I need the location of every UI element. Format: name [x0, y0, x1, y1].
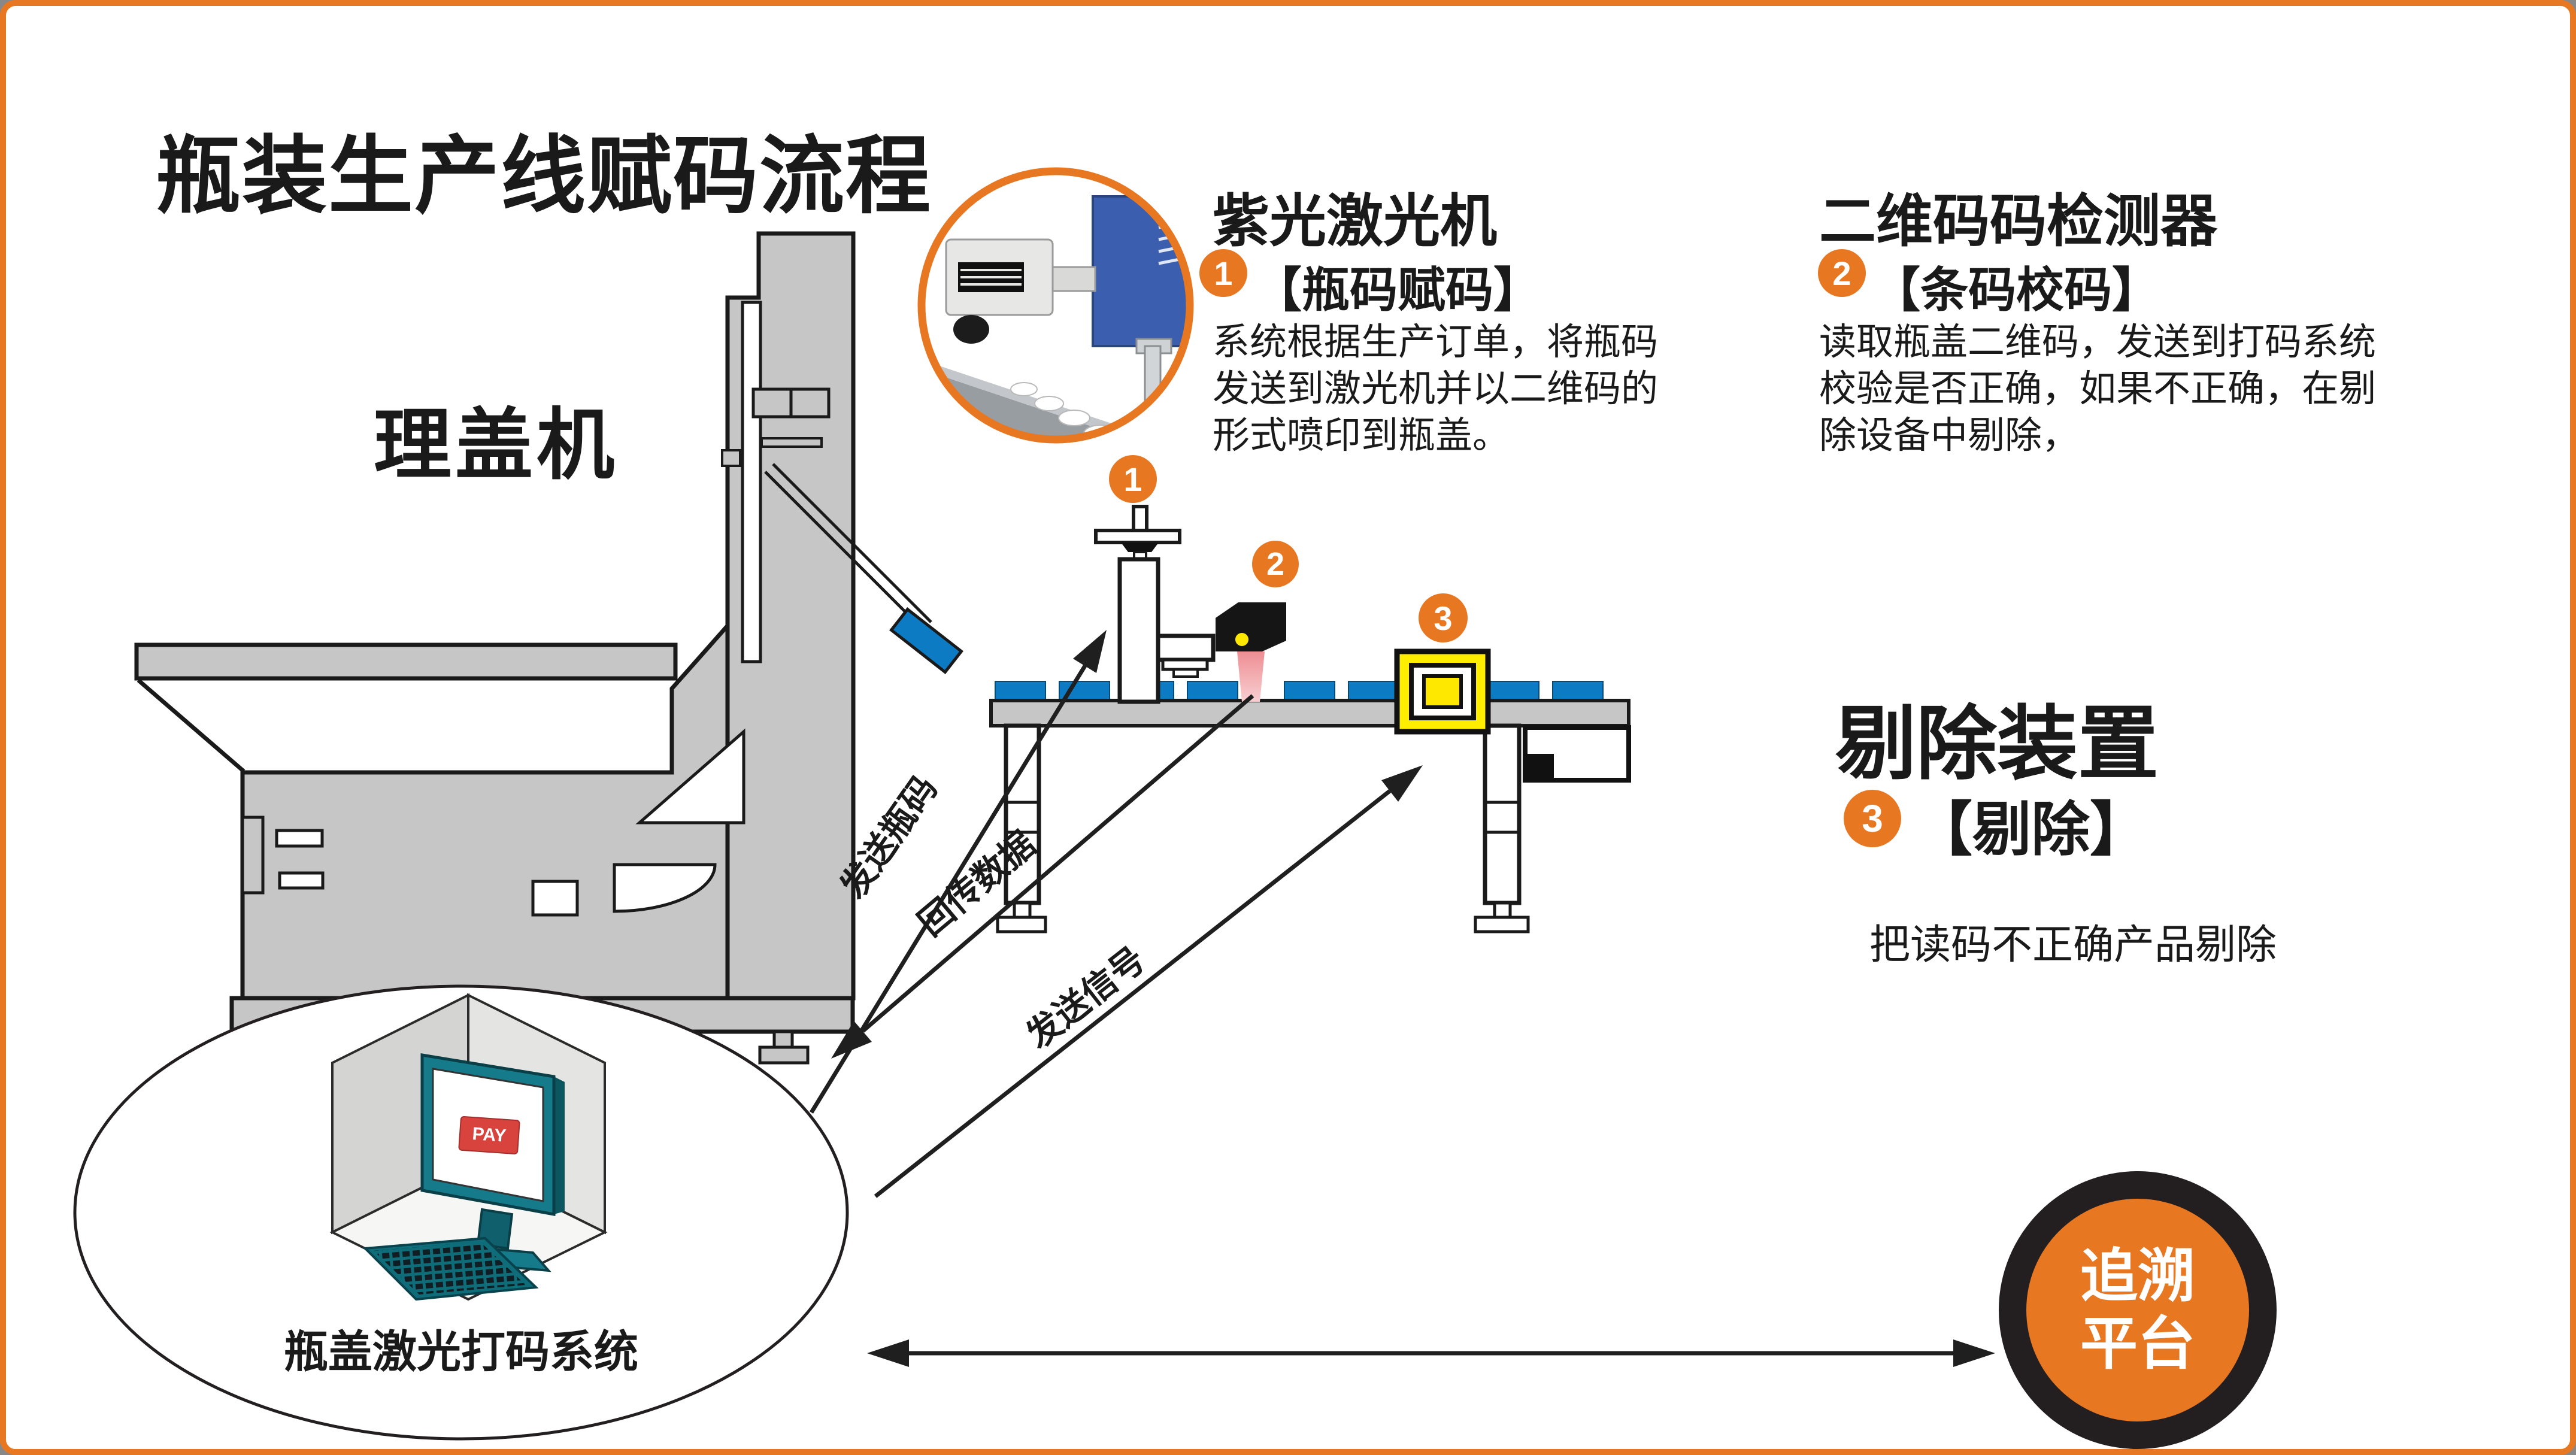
conveyor-legs — [996, 723, 1530, 933]
section-laser-heading: 紫光激光机 — [1213, 190, 1498, 253]
laser-machine-photo — [917, 167, 1194, 444]
scanner-beam — [1237, 651, 1265, 702]
cap-sorter-machine — [134, 231, 856, 1065]
diagram-art — [73, 167, 1995, 1441]
section-reject-badge: 3 — [1844, 790, 1901, 847]
section-detector-heading: 二维码码检测器 — [1819, 190, 2218, 253]
traceability-platform-label: 追溯 平台 — [2026, 1199, 2249, 1421]
section-reject-heading: 剔除装置 — [1835, 699, 2159, 789]
coding-system-label: 瓶盖激光打码系统 — [284, 1327, 638, 1377]
pay-button: PAY — [458, 1116, 520, 1155]
section-detector-body: 读取瓶盖二维码，发送到打码系统 校验是否正确，如果不正确，在剔 除设备中剔除， — [1819, 322, 2377, 456]
section-laser-body: 系统根据生产订单，将瓶码 发送到激光机并以二维码的 形式喷印到瓶盖。 — [1213, 322, 1659, 456]
computer-illustration — [73, 984, 849, 1441]
section-laser-badge: 1 — [1199, 249, 1247, 297]
arrow-send-signal — [874, 789, 1392, 1198]
section-detector-step: 【条码校码】 — [1872, 263, 2160, 317]
device-badge-reject: 3 — [1419, 593, 1468, 642]
cap-chute — [764, 463, 963, 674]
device-badge-laser: 1 — [1109, 455, 1157, 503]
conveyor — [989, 681, 1631, 933]
traceability-platform: 追溯 平台 — [1999, 1171, 2277, 1449]
bottle-caps — [995, 681, 1604, 702]
laser-marker — [1094, 505, 1216, 704]
reject-box — [1523, 725, 1631, 783]
device-badge-scanner: 2 — [1252, 541, 1299, 587]
arrow-return-data — [861, 694, 1254, 1033]
page-title: 瓶装生产线赋码流程 — [156, 129, 932, 224]
section-reject-step: 【剔除】 — [1914, 796, 2149, 862]
flow-arrows — [810, 630, 1995, 1367]
section-laser-step: 【瓶码赋码】 — [1254, 263, 1541, 317]
section-reject-body: 把读码不正确产品剔除 — [1869, 922, 2277, 968]
section-detector-badge: 2 — [1818, 249, 1866, 297]
reject-frame — [1394, 648, 1491, 735]
machine-label: 理盖机 — [374, 401, 619, 489]
code-scanner — [1216, 602, 1286, 702]
